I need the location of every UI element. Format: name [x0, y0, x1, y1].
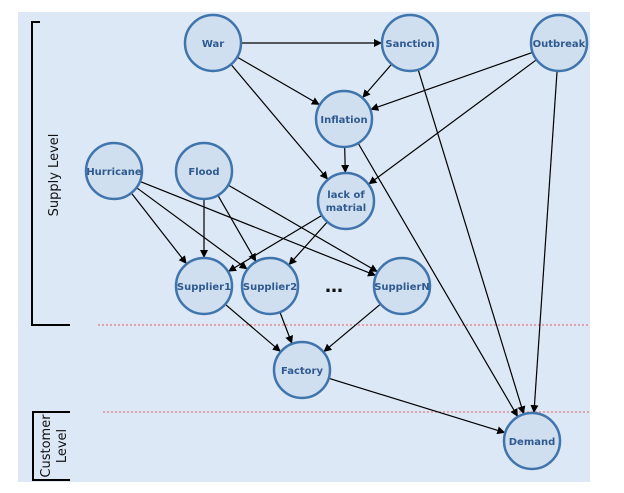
node-hurricane: Hurricane	[84, 141, 144, 201]
node-demand-label: Demand	[509, 437, 556, 448]
edge-factory-to-demand	[329, 378, 506, 435]
node-supplier1-label: Supplier1	[177, 282, 231, 293]
supply-level-label: Supply Level	[47, 134, 62, 217]
edge-hurricane-to-sn	[140, 181, 377, 277]
node-outbreak-label: Outbreak	[533, 39, 586, 50]
edge-outbreak-to-inflation	[370, 52, 532, 111]
edge-outbreak-to-demand	[530, 71, 558, 414]
node-sanction: Sanction	[380, 13, 440, 73]
node-lack-label-line1: lack of	[327, 190, 365, 201]
node-supplier1: Supplier1	[174, 256, 234, 316]
node-suppliern: SupplierN	[372, 256, 432, 316]
node-factory: Factory	[272, 340, 332, 400]
edge-flood-to-s2	[217, 195, 257, 262]
node-suppliern-label: SupplierN	[374, 282, 430, 293]
node-flood: Flood	[174, 141, 234, 201]
node-war: War	[183, 13, 243, 73]
edge-inflation-to-lack	[341, 147, 350, 173]
customer-level-label-line2: Level	[55, 429, 70, 463]
node-hurricane-label: Hurricane	[86, 167, 142, 178]
edge-lack-to-s2	[288, 222, 328, 266]
suppliers-ellipsis: …	[325, 276, 343, 297]
edge-flood-to-sn	[228, 185, 378, 272]
node-demand: Demand	[502, 411, 562, 471]
customer-level-bracket	[32, 411, 70, 481]
edge-s1-to-factory	[225, 304, 281, 352]
edge-sanction-to-inflation	[362, 64, 392, 98]
edge-hurricane-to-s1	[131, 193, 187, 264]
edge-lack-to-s1	[228, 215, 322, 272]
node-supplier2: Supplier2	[240, 256, 300, 316]
node-sanction-label: Sanction	[385, 39, 434, 50]
edge-sn-to-factory	[323, 304, 381, 352]
node-war-label: War	[202, 39, 224, 50]
edge-inflation-to-demand	[358, 143, 518, 417]
edge-s2-to-factory	[279, 312, 293, 344]
edge-sanction-to-demand	[417, 70, 526, 415]
customer-level-label-line1: Customer	[39, 414, 54, 478]
edge-war-to-lack	[231, 64, 328, 180]
node-factory-label: Factory	[281, 366, 324, 377]
edge-war-to-inflation	[237, 57, 320, 105]
node-flood-label: Flood	[188, 167, 219, 178]
edge-outbreak-to-lack	[368, 59, 537, 185]
supply-level-bracket	[31, 21, 70, 326]
node-lack-of-material: lack of matrial	[316, 171, 376, 231]
node-inflation: Inflation	[314, 89, 374, 149]
node-inflation-label: Inflation	[320, 115, 367, 126]
edge-hurricane-to-s2	[136, 187, 248, 270]
node-supplier2-label: Supplier2	[243, 282, 297, 293]
edges	[131, 39, 558, 435]
node-outbreak: Outbreak	[529, 13, 589, 73]
node-lack-label-line2: matrial	[326, 203, 366, 214]
